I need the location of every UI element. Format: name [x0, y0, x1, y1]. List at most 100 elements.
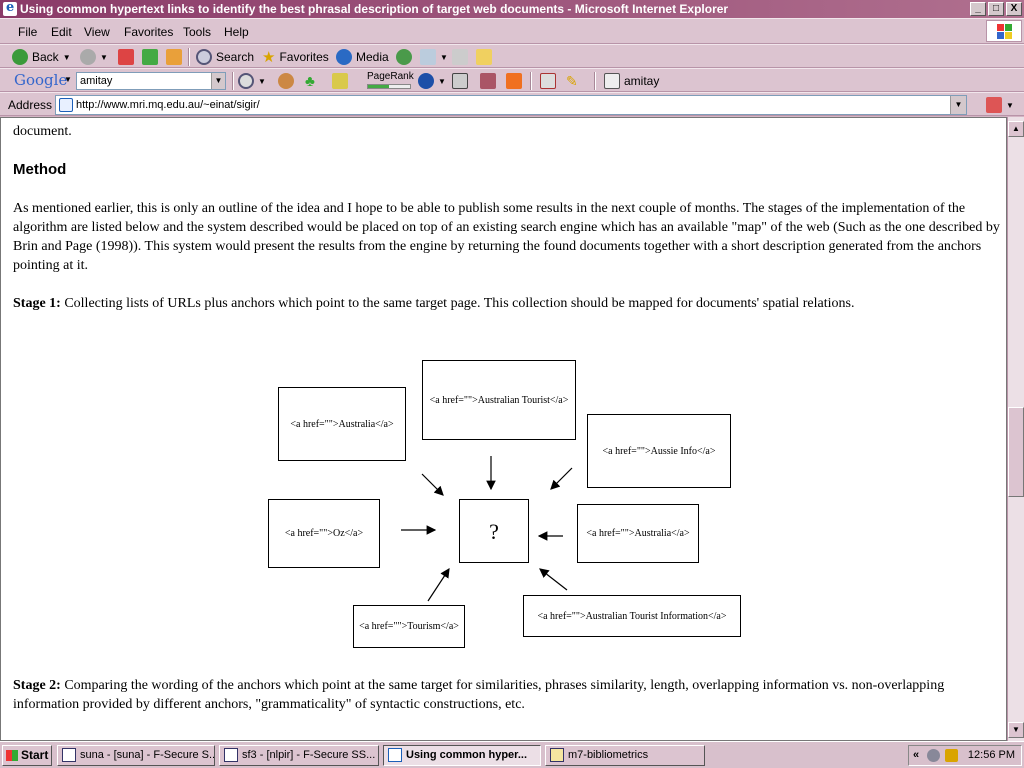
stop-icon — [118, 49, 134, 65]
target-box: ? — [459, 499, 529, 563]
page-info-button[interactable]: ▼ — [418, 73, 446, 89]
address-dropdown-icon[interactable]: ▼ — [950, 96, 966, 114]
media-button[interactable]: Media — [336, 49, 389, 65]
taskbar-item[interactable]: m7-bibliometrics — [545, 745, 705, 766]
scroll-down-icon[interactable]: ▼ — [1008, 722, 1024, 738]
diagram-arrow — [421, 473, 444, 496]
intro-paragraph: As mentioned earlier, this is only an ou… — [13, 201, 1000, 273]
close-button[interactable]: X — [1006, 2, 1022, 16]
popup-blocker-icon — [332, 73, 348, 89]
section-heading: Method — [13, 161, 67, 178]
google-logo[interactable]: Google — [14, 71, 68, 89]
refresh-icon — [142, 49, 158, 65]
diagram-arrows — [401, 456, 573, 602]
highlight-button[interactable]: ✎ — [566, 73, 578, 89]
maximize-button[interactable]: □ — [988, 2, 1004, 16]
history-button[interactable] — [396, 49, 412, 65]
highlight-options-button[interactable] — [540, 73, 556, 89]
stop-button[interactable] — [118, 49, 134, 65]
note-icon — [476, 49, 492, 65]
google-search-input[interactable]: amitay ▼ — [76, 72, 226, 90]
scroll-up-icon[interactable]: ▲ — [1008, 121, 1024, 137]
page-icon — [59, 98, 73, 112]
find-icon — [604, 73, 620, 89]
minimize-button[interactable]: _ — [970, 2, 986, 16]
stage1-paragraph: Stage 1: Collecting lists of URLs plus a… — [13, 296, 855, 311]
up-button[interactable] — [452, 73, 468, 89]
menu-tools[interactable]: Tools — [183, 25, 212, 39]
taskbar: Start suna - [suna] - F-Secure S... sf3 … — [0, 741, 1024, 768]
scroll-thumb[interactable] — [1008, 407, 1024, 497]
clock: 12:56 PM — [967, 749, 1015, 761]
favorites-button[interactable]: ★ Favorites — [262, 49, 329, 66]
edit-button[interactable] — [476, 49, 492, 65]
address-bar: Address http://www.mri.mq.edu.au/~einat/… — [0, 92, 1024, 116]
anchor-box: <a href="">Aussie Info</a> — [587, 414, 731, 488]
star-icon: ★ — [262, 49, 276, 66]
search-site-icon — [278, 73, 294, 89]
voting-icon — [480, 73, 496, 89]
taskbar-item[interactable]: suna - [suna] - F-Secure S... — [57, 745, 215, 766]
links-button[interactable]: ▼ — [986, 97, 1014, 113]
voting-button[interactable] — [480, 73, 496, 89]
back-button[interactable]: Back ▼ — [12, 49, 71, 65]
home-button[interactable] — [166, 49, 182, 65]
fsecure-icon — [224, 748, 238, 762]
vertical-scrollbar[interactable]: ▲ ▼ — [1007, 117, 1024, 741]
stage2-paragraph: Stage 2: Comparing the wording of the an… — [13, 678, 945, 712]
refresh-button[interactable] — [142, 49, 158, 65]
search-site-button[interactable] — [278, 73, 294, 89]
anchor-box: <a href="">Australian Tourist</a> — [422, 360, 576, 440]
network-tray-icon[interactable] — [945, 749, 958, 762]
search-button[interactable]: Search — [196, 49, 254, 65]
diagram-arrow — [550, 467, 573, 490]
diagram-arrow — [427, 567, 450, 602]
google-toolbar: Google ▼ amitay ▼ ▼ ♣ PageRank ▼ ✎ amita… — [0, 68, 1024, 92]
word-find-button[interactable]: amitay — [604, 73, 659, 89]
google-search-dropdown-icon[interactable]: ▼ — [211, 73, 225, 89]
clover-icon: ♣ — [305, 72, 315, 90]
printer-icon — [452, 49, 468, 65]
menu-view[interactable]: View — [84, 25, 110, 39]
antivirus-tray-icon[interactable] — [927, 749, 940, 762]
search-icon — [196, 49, 212, 65]
popup-blocker-button[interactable] — [332, 73, 348, 89]
blogger-button[interactable] — [506, 73, 522, 89]
menu-help[interactable]: Help — [224, 25, 249, 39]
page-content: document. Method As mentioned earlier, t… — [0, 117, 1007, 741]
forward-button[interactable]: ▼ — [80, 49, 108, 65]
home-icon — [166, 49, 182, 65]
anchor-box: <a href="">Australia</a> — [278, 387, 406, 461]
start-button[interactable]: Start — [2, 745, 52, 766]
fsecure-icon — [62, 748, 76, 762]
mail-button[interactable]: ▼ — [420, 49, 448, 65]
print-button[interactable] — [452, 49, 468, 65]
info-icon — [418, 73, 434, 89]
google-menu-dropdown-icon[interactable]: ▼ — [64, 75, 72, 84]
pagerank-indicator: PageRank — [367, 71, 414, 89]
blogger-icon — [506, 73, 522, 89]
taskbar-item-active[interactable]: Using common hyper... — [383, 745, 541, 766]
windows-logo-icon — [986, 20, 1022, 42]
google-news-button[interactable]: ♣ — [305, 72, 315, 90]
anchor-box: <a href="">Australia</a> — [577, 504, 699, 563]
menu-edit[interactable]: Edit — [51, 25, 72, 39]
google-search-button[interactable]: ▼ — [238, 73, 266, 89]
address-input[interactable]: http://www.mri.mq.edu.au/~einat/sigir/ ▼ — [55, 95, 967, 115]
links-icon — [986, 97, 1002, 113]
back-dropdown-icon[interactable]: ▼ — [62, 52, 71, 62]
forward-arrow-icon — [80, 49, 96, 65]
ie-icon — [3, 0, 17, 17]
anchor-box: <a href="">Tourism</a> — [353, 605, 465, 648]
diagram-arrow — [539, 568, 568, 591]
ie-icon — [388, 748, 402, 762]
back-arrow-icon — [12, 49, 28, 65]
anchor-box: <a href="">Oz</a> — [268, 499, 380, 568]
menu-bar: File Edit View Favorites Tools Help — [0, 18, 1024, 44]
tray-expand-icon[interactable]: « — [913, 749, 920, 761]
taskbar-item[interactable]: sf3 - [nlpir] - F-Secure SS... — [219, 745, 379, 766]
menu-file[interactable]: File — [18, 25, 38, 39]
menu-favorites[interactable]: Favorites — [124, 25, 174, 39]
text-fragment: document. — [13, 124, 72, 139]
forward-dropdown-icon[interactable]: ▼ — [100, 52, 108, 62]
